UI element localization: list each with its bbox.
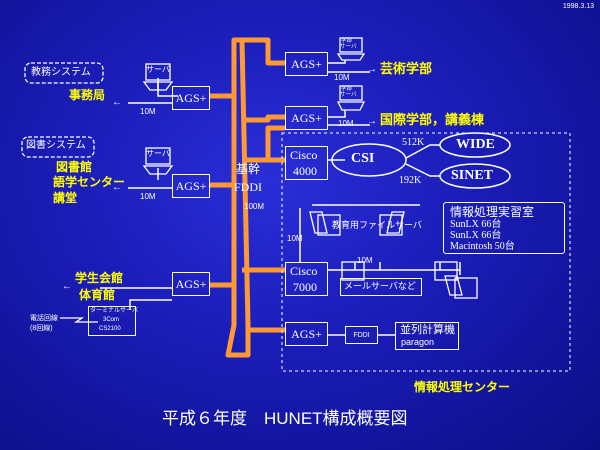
speed-10m-label: 10M bbox=[338, 119, 354, 128]
mail-server-label: メールサーバなど bbox=[344, 281, 416, 291]
jisshushitsu-title: 情報処理実習室 bbox=[450, 205, 535, 219]
jisshushitsu-line2: SunLX 66台 bbox=[450, 230, 502, 241]
speed-10m-label: 10M bbox=[357, 256, 373, 265]
ags-router-gakusei: AGS+ bbox=[172, 272, 210, 296]
gakubu-server-line2: サーバ bbox=[340, 44, 357, 50]
speed-10m-label: 10M bbox=[140, 107, 156, 116]
gakubu-server-line1: 学部 bbox=[341, 86, 353, 92]
paragon-box bbox=[395, 322, 459, 350]
kyomu-system-label: 教務システム bbox=[31, 67, 91, 78]
speed-10m-label: 10M bbox=[287, 234, 303, 243]
sinet-cloud bbox=[439, 163, 511, 189]
heiretsu-label: 並列計算機 bbox=[400, 324, 455, 336]
phone-line-icon bbox=[60, 317, 98, 323]
ags-label: AGS+ bbox=[175, 276, 207, 291]
left-arrow-icon: ← bbox=[112, 182, 122, 193]
taiikukan-label: 体育館 bbox=[79, 288, 116, 302]
jisshushitsu-box bbox=[443, 202, 565, 254]
server-icons bbox=[142, 37, 478, 299]
csi-label: CSI bbox=[351, 151, 375, 166]
ags-router-jimukyoku: AGS+ bbox=[172, 86, 210, 110]
backbone-label-top: 基幹 bbox=[236, 162, 261, 176]
center-dashed-region bbox=[281, 132, 571, 372]
paragon-label: paragon bbox=[401, 337, 435, 347]
kyomu-system-box bbox=[24, 62, 104, 84]
tosho-system-label: 図書システム bbox=[26, 140, 86, 151]
gakubu-server-line1: 学部 bbox=[341, 38, 353, 44]
terminal-server-line2: 3Com bbox=[103, 317, 120, 323]
jisshushitsu-line1: SunLX 66台 bbox=[450, 219, 502, 230]
header-date: 1998.3.13 bbox=[562, 3, 594, 10]
cisco-label: Cisco bbox=[290, 264, 318, 278]
csi-cloud bbox=[331, 143, 407, 177]
cisco-model-7000: 7000 bbox=[293, 280, 317, 294]
speed-10m-label: 10M bbox=[140, 192, 156, 201]
backbone-label-bottom: FDDI bbox=[234, 180, 263, 194]
denwa-kaisen-label: 電話回線 bbox=[30, 315, 58, 322]
terminal-server-box bbox=[88, 306, 136, 336]
speed-512k-label: 512K bbox=[402, 137, 425, 148]
geijutsu-label: 芸術学部 bbox=[380, 61, 433, 76]
ags-router-kokusai: AGS+ bbox=[285, 106, 328, 130]
kodo-label: 講堂 bbox=[53, 191, 78, 205]
cisco-label: Cisco bbox=[290, 148, 318, 162]
ags-router-geijutsu: AGS+ bbox=[285, 52, 328, 76]
ags-label: AGS+ bbox=[291, 110, 322, 125]
jisshushitsu-line3: Macintosh 50台 bbox=[450, 241, 515, 252]
speed-10m-label: 10M bbox=[334, 73, 350, 82]
joho-center-label: 情報処理センター bbox=[414, 380, 511, 394]
wide-cloud bbox=[439, 132, 511, 158]
mail-server-box bbox=[340, 278, 422, 296]
cisco-7000-router bbox=[285, 262, 328, 296]
cisco-4000-router bbox=[285, 146, 328, 180]
right-arrow-icon: → bbox=[367, 64, 377, 75]
fddi-small-box: FDDI bbox=[345, 326, 378, 344]
kokusai-label: 国際学部，講義棟 bbox=[380, 112, 485, 127]
ags-label: AGS+ bbox=[291, 326, 322, 341]
left-arrow-icon: ← bbox=[62, 281, 72, 292]
page-title: 平成６年度 HUNET構成概要図 bbox=[162, 409, 408, 428]
toshokan-label: 図書館 bbox=[56, 160, 93, 174]
jimukyoku-label: 事務局 bbox=[69, 88, 106, 102]
terminal-server-line3: CS2100 bbox=[99, 326, 121, 332]
gogaku-center-label: 語学センター bbox=[53, 175, 126, 189]
right-arrow-icon: → bbox=[367, 116, 377, 127]
gakusei-kaikan-label: 学生会館 bbox=[75, 271, 124, 285]
terminal-server-line1: ターミナルサーバ bbox=[90, 308, 138, 314]
cisco-model-4000: 4000 bbox=[293, 164, 317, 178]
ags-router-toshokan: AGS+ bbox=[172, 174, 210, 198]
gakubu-server-line2: サーバ bbox=[340, 92, 357, 98]
speed-192k-label: 192K bbox=[399, 175, 422, 186]
left-arrow-icon: ← bbox=[112, 97, 122, 108]
ags-label: AGS+ bbox=[175, 90, 207, 105]
sinet-label: SINET bbox=[451, 168, 494, 183]
tosho-system-box bbox=[21, 136, 95, 158]
server-label: サーバ bbox=[146, 65, 170, 74]
ags-label: AGS+ bbox=[175, 178, 207, 193]
wide-label: WIDE bbox=[456, 137, 495, 152]
denwa-kaisen-count: (8回線) bbox=[30, 325, 53, 332]
kyoikuyo-server-label: 教育用ファイルサーバ bbox=[332, 220, 422, 230]
ags-label: AGS+ bbox=[291, 56, 322, 71]
backbone-speed: 100M bbox=[244, 202, 265, 211]
fddi-small-label: FDDI bbox=[353, 331, 370, 339]
ags-router-center: AGS+ bbox=[285, 322, 328, 346]
fddi-backbone bbox=[210, 37, 285, 358]
server-label: サーバ bbox=[146, 149, 170, 158]
